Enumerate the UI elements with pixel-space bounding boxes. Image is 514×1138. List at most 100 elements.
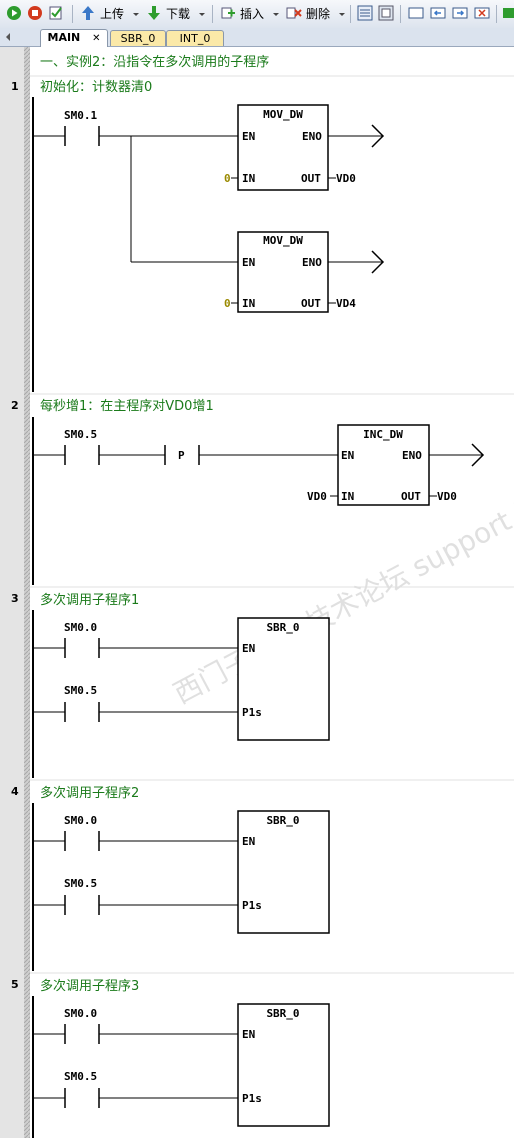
in-value[interactable]: 0: [224, 172, 231, 185]
run-icon[interactable]: [6, 5, 22, 21]
arrow-right-icon: [371, 250, 385, 274]
tab-main-label: MAIN: [47, 31, 81, 44]
program-comment: 一、实例2：沿指令在多次调用的子程序: [40, 54, 269, 70]
tab-int0[interactable]: INT_0: [166, 30, 224, 46]
en-pin: EN: [242, 642, 255, 655]
eno-pin: ENO: [302, 130, 322, 143]
network-2[interactable]: 2 每秒增1：在主程序对VD0增1 SM0.5 P INC_DW EN ENO …: [11, 398, 514, 588]
window-icon[interactable]: [408, 5, 424, 21]
inc-dw-box[interactable]: INC_DW EN ENO IN OUT VD0 VD0: [307, 424, 485, 506]
contact-address: SM0.5: [64, 1070, 97, 1083]
subroutine-call-box[interactable]: SBR_0 EN P1s: [237, 810, 330, 934]
contact-address: SM0.1: [64, 109, 97, 122]
contact-address: SM0.0: [64, 814, 97, 827]
in-pin: IN: [242, 172, 255, 185]
out-value[interactable]: VD4: [336, 297, 356, 310]
no-contact[interactable]: [33, 895, 238, 915]
en-pin: EN: [242, 256, 255, 269]
tab-int0-label: INT_0: [179, 32, 211, 45]
mov-dw-box[interactable]: MOV_DW EN ENO IN OUT 0 VD4: [224, 231, 385, 313]
mov-dw-box[interactable]: MOV_DW EN ENO IN OUT 0 VD0: [224, 104, 385, 191]
no-contact[interactable]: [33, 126, 238, 146]
box-title: SBR_0: [266, 621, 299, 634]
chevron-down-icon[interactable]: [272, 5, 280, 23]
chevron-down-icon[interactable]: [198, 5, 206, 23]
arrow-right-icon: [471, 443, 485, 467]
en-pin: EN: [341, 449, 354, 462]
print-icon[interactable]: [502, 5, 514, 21]
p1-pin: P1s: [242, 1092, 262, 1105]
tab-sbr0[interactable]: SBR_0: [110, 30, 166, 46]
subroutine-call-box[interactable]: SBR_0 EN P1s: [237, 617, 330, 741]
network-number: 5: [11, 978, 19, 991]
network-5[interactable]: 5 多次调用子程序3 SM0.0 SM0.5 SBR_0 EN P1s: [11, 978, 330, 1138]
no-contact[interactable]: [33, 1024, 238, 1044]
no-contact[interactable]: [33, 1088, 238, 1108]
chevron-left-icon[interactable]: [4, 32, 12, 42]
ladder-editor[interactable]: 西门子工业 技术论坛 support.industry.siemens.com/…: [0, 47, 514, 1138]
p1-pin: P1s: [242, 706, 262, 719]
network-4[interactable]: 4 多次调用子程序2 SM0.0 SM0.5 SBR_0 EN P1s: [11, 785, 514, 974]
network-number: 3: [11, 592, 19, 605]
insert-button[interactable]: 插入: [240, 7, 265, 21]
out-pin: OUT: [401, 490, 421, 503]
box-title: MOV_DW: [263, 108, 303, 121]
in-value[interactable]: VD0: [307, 490, 327, 503]
chevron-down-icon[interactable]: [132, 5, 140, 23]
network-number: 4: [11, 785, 19, 798]
insert-icon[interactable]: [220, 5, 236, 21]
program-view-icon[interactable]: [378, 5, 394, 21]
network-view-icon[interactable]: [357, 5, 373, 21]
arrow-right-icon: [371, 124, 385, 148]
eno-pin: ENO: [402, 449, 422, 462]
network-comment: 每秒增1：在主程序对VD0增1: [40, 398, 214, 414]
no-contact[interactable]: [33, 638, 238, 658]
download-icon[interactable]: [146, 5, 162, 21]
contact-address: SM0.5: [64, 877, 97, 890]
box-title: SBR_0: [266, 814, 299, 827]
chevron-down-icon[interactable]: [338, 5, 346, 23]
network-1[interactable]: 1 初始化：计数器清0 SM0.1 MOV_DW EN ENO IN OUT 0…: [11, 80, 514, 395]
subroutine-call-box[interactable]: SBR_0 EN P1s: [237, 1003, 330, 1127]
upload-button[interactable]: 上传: [100, 7, 125, 21]
out-value[interactable]: VD0: [336, 172, 356, 185]
contact-address: SM0.0: [64, 1007, 97, 1020]
download-button[interactable]: 下载: [166, 7, 191, 21]
compile-icon[interactable]: [48, 5, 64, 21]
toolbar: 上传 下载 插入 删除: [0, 0, 514, 29]
no-contact[interactable]: [33, 831, 238, 851]
no-contact[interactable]: [33, 702, 238, 722]
en-pin: EN: [242, 130, 255, 143]
gutter-hatch: [24, 47, 30, 1138]
out-pin: OUT: [301, 297, 321, 310]
network-number: 2: [11, 399, 19, 412]
network-comment: 初始化：计数器清0: [40, 80, 152, 95]
undo-icon[interactable]: [430, 5, 446, 21]
no-contact[interactable]: [33, 445, 165, 465]
network-3[interactable]: 3 多次调用子程序1 SM0.0 SM0.5 SBR_0 EN P1s: [11, 592, 514, 781]
contact-address: SM0.5: [64, 428, 97, 441]
network-comment: 多次调用子程序2: [40, 785, 139, 801]
contact-address: SM0.0: [64, 621, 97, 634]
redo-icon[interactable]: [452, 5, 468, 21]
p1-pin: P1s: [242, 899, 262, 912]
box-title: INC_DW: [363, 428, 403, 441]
upload-icon[interactable]: [80, 5, 96, 21]
positive-edge-contact[interactable]: P: [164, 445, 338, 465]
out-value[interactable]: VD0: [437, 490, 457, 503]
in-pin: IN: [341, 490, 354, 503]
in-pin: IN: [242, 297, 255, 310]
en-pin: EN: [242, 1028, 255, 1041]
delete-icon[interactable]: [286, 5, 302, 21]
tab-main[interactable]: MAIN ✕: [40, 29, 108, 47]
network-number: 1: [11, 80, 19, 93]
in-value[interactable]: 0: [224, 297, 231, 310]
stop-icon[interactable]: [27, 5, 43, 21]
clear-icon[interactable]: [474, 5, 490, 21]
contact-address: SM0.5: [64, 684, 97, 697]
network-comment: 多次调用子程序3: [40, 978, 139, 994]
close-icon[interactable]: ✕: [92, 33, 101, 44]
delete-button[interactable]: 删除: [306, 7, 331, 21]
tab-sbr0-label: SBR_0: [120, 32, 156, 45]
network-comment: 多次调用子程序1: [40, 592, 139, 608]
